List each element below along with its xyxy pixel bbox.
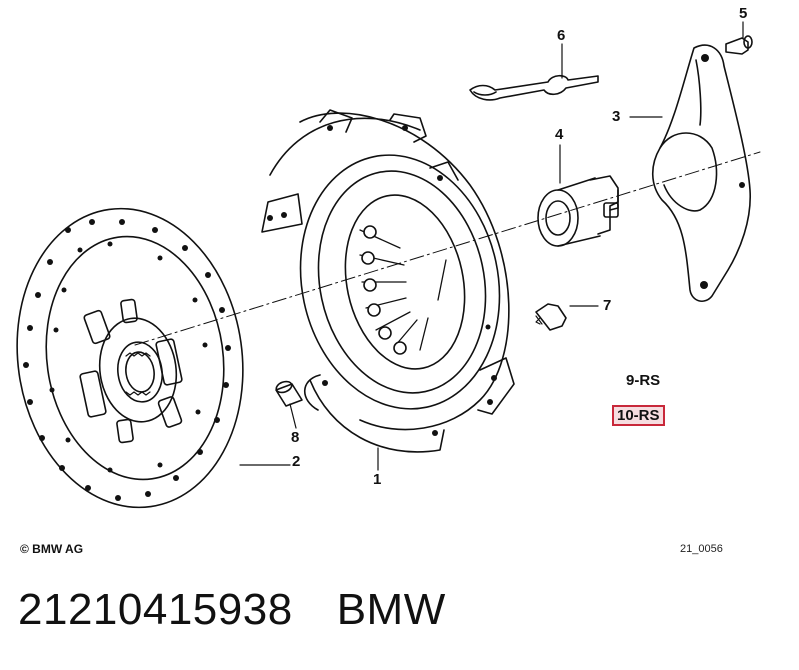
- part-number: 21210415938: [18, 585, 293, 634]
- retaining-spring: [469, 74, 599, 101]
- callout-7: 7: [603, 297, 612, 314]
- callout-2: 2: [292, 453, 301, 470]
- hex-bolt: [535, 303, 567, 331]
- callout-5: 5: [739, 5, 748, 22]
- dowel-pin: [275, 380, 303, 407]
- label-10-rs[interactable]: 10-RS: [612, 405, 665, 426]
- label-9-rs: 9-RS: [626, 372, 661, 389]
- brand-name: BMW: [336, 585, 446, 634]
- release-bearing: [537, 175, 619, 247]
- copyright-label: © BMW AG: [20, 542, 84, 556]
- footer-caption: 21210415938 BMW: [18, 585, 446, 635]
- callout-3: 3: [612, 108, 621, 125]
- callout-8: 8: [291, 429, 300, 446]
- release-lever: [651, 44, 751, 303]
- callout-6: 6: [557, 27, 566, 44]
- pressure-plate: [261, 109, 515, 453]
- assembly-axis: [134, 151, 761, 346]
- ball-stud: [725, 35, 753, 55]
- drawing-code: 21_0056: [680, 543, 723, 555]
- clutch-disc: [16, 207, 244, 509]
- leader-lines: [239, 21, 744, 471]
- callout-4: 4: [555, 126, 564, 143]
- callout-1: 1: [373, 471, 382, 488]
